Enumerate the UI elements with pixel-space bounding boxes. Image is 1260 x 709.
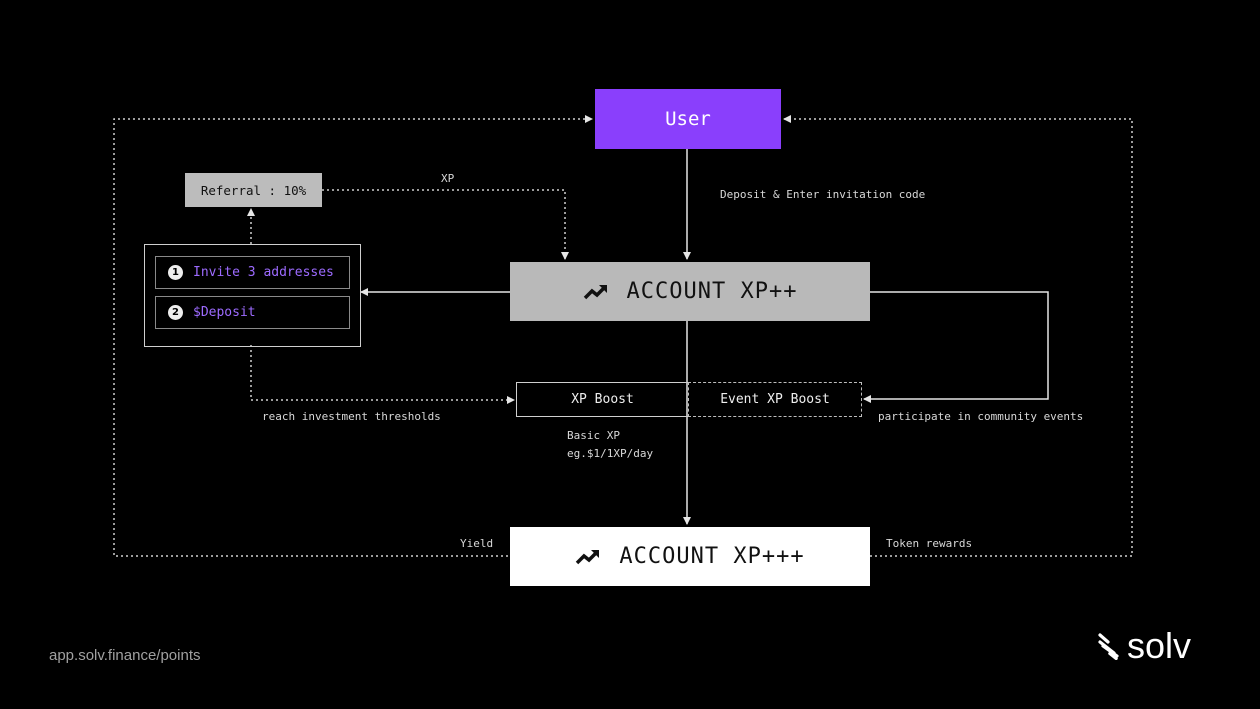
- deposit-label: Deposit & Enter invitation code: [720, 188, 926, 201]
- yield-label: Yield: [460, 537, 494, 550]
- trending-up-icon: [576, 549, 600, 564]
- task-invite-label: Invite 3 addresses: [193, 265, 334, 280]
- arrow-account-to-event: [863, 291, 1049, 403]
- task-deposit-label: $Deposit: [193, 305, 256, 320]
- trending-up-icon: [583, 284, 607, 299]
- token-rewards-label: Token rewards: [886, 537, 973, 550]
- task-deposit: 2 $Deposit: [155, 296, 350, 329]
- xp-boost-node: XP Boost: [516, 382, 688, 417]
- event-xp-boost-label: Event XP Boost: [720, 392, 830, 407]
- xp-boost-label: XP Boost: [571, 392, 634, 407]
- account-xp-ppp-label: ACCOUNT XP+++: [619, 544, 805, 569]
- account-xp-pp-node: ACCOUNT XP++: [510, 262, 870, 321]
- arrow-yield-loop: [113, 115, 593, 557]
- account-xp-pp-label: ACCOUNT XP++: [626, 279, 798, 304]
- arrow-token-loop: [783, 115, 1133, 557]
- xp-label: XP: [441, 172, 455, 185]
- community-label: participate in community events: [878, 410, 1084, 423]
- basic-xp-label: Basic XP: [567, 429, 620, 442]
- event-xp-boost-node: Event XP Boost: [688, 382, 862, 417]
- solv-brand-text: solv: [1127, 625, 1192, 666]
- number-2-icon: 2: [168, 305, 183, 320]
- arrow-referral-xp: [322, 189, 569, 260]
- referral-label: Referral : 10%: [200, 182, 307, 198]
- user-label: User: [665, 108, 711, 130]
- arrow-thresholds: [250, 345, 515, 404]
- tasks-container: 1 Invite 3 addresses 2 $Deposit: [144, 244, 361, 347]
- user-node: User: [595, 89, 781, 149]
- solv-logo-icon: [1098, 633, 1119, 660]
- number-1-icon: 1: [168, 265, 183, 280]
- task-invite: 1 Invite 3 addresses: [155, 256, 350, 289]
- thresholds-label: reach investment thresholds: [262, 410, 441, 423]
- basic-xp-rate-label: eg.$1/1XP/day: [567, 447, 654, 460]
- footer-url: app.solv.finance/points: [49, 647, 201, 664]
- solv-logo: solv: [1097, 628, 1191, 664]
- referral-node: Referral : 10%: [185, 173, 322, 207]
- account-xp-ppp-node: ACCOUNT XP+++: [510, 527, 870, 586]
